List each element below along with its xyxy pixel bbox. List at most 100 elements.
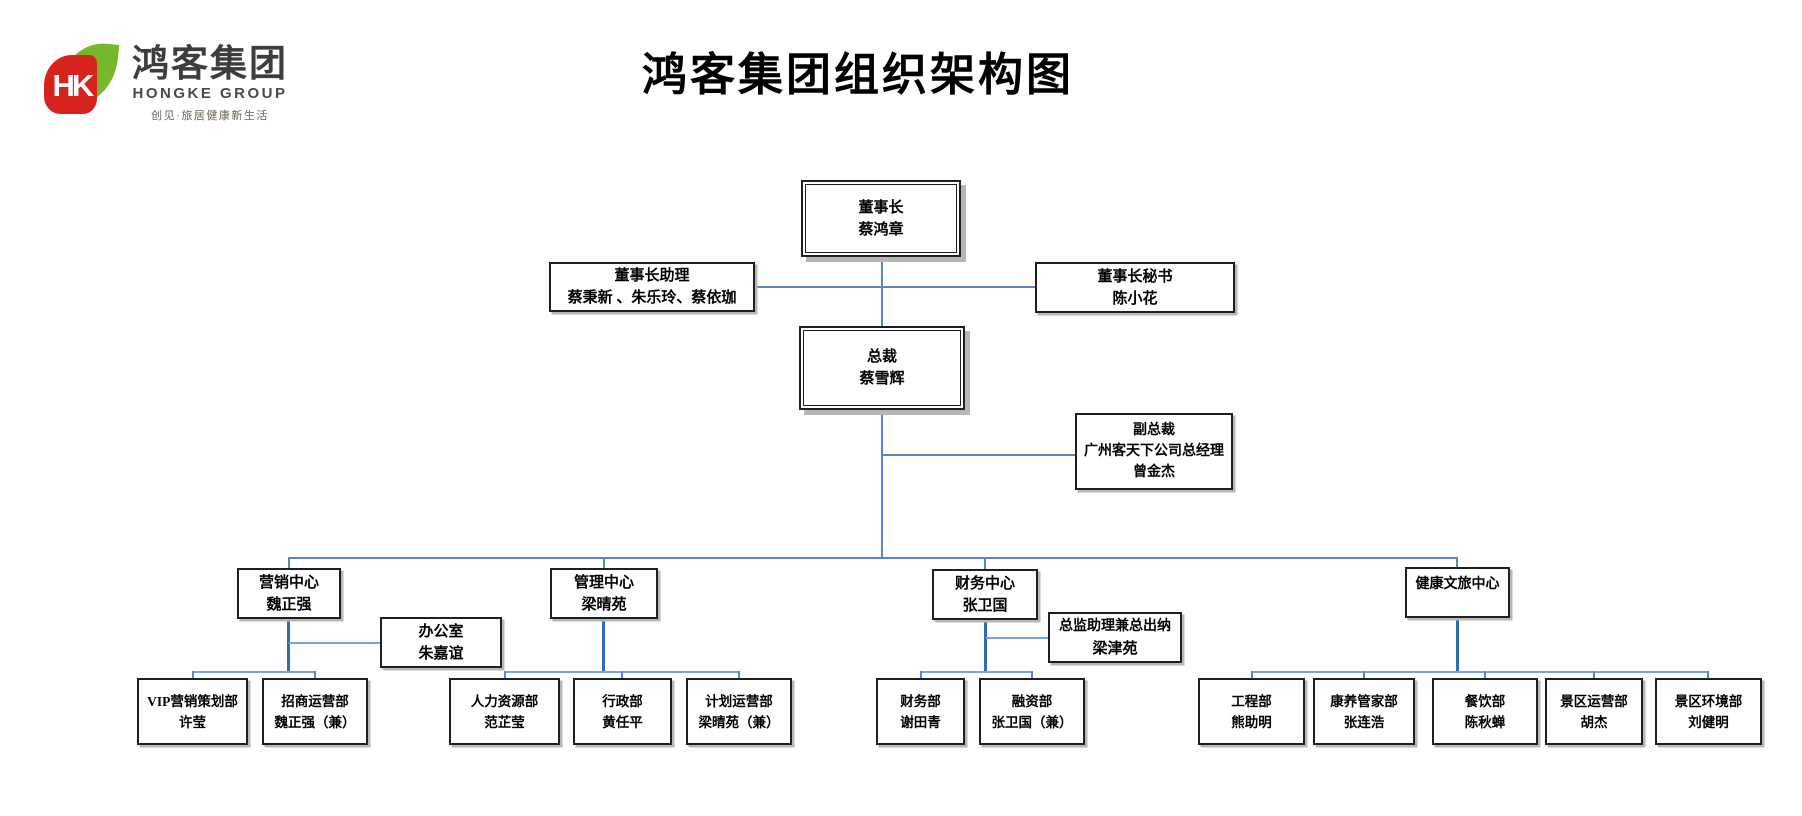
node-person: 胡杰 [1580,714,1608,730]
connector-line [1251,671,1709,673]
connector-line [1456,618,1459,673]
node-title: 行政部 [602,693,643,709]
node-title: 总监助理兼总出纳 [1059,618,1171,634]
node-title: 人力资源部 [470,693,539,709]
node-person: 蔡鸿章 [858,221,904,238]
node-person: 张卫国（兼） [991,714,1073,730]
connector-line [1363,671,1365,680]
org-node-investment-ops: 招商运营部 魏正强（兼） [262,678,368,745]
node-person: 蔡秉新 、朱乐玲、蔡依珈 [567,290,737,306]
connector-line [504,671,506,680]
connector-line [1593,671,1595,680]
node-title: 景区运营部 [1560,693,1628,709]
node-person: 刘健明 [1688,714,1729,730]
org-node-vice-president: 副总裁 广州客天下公司总经理 曾金杰 [1075,413,1233,490]
logo-monogram: HK [52,68,95,103]
connector-line [1031,671,1033,680]
org-node-chairman-secretary: 董事长秘书 陈小花 [1035,262,1235,313]
node-title: 计划运营部 [705,693,773,709]
connector-line [1707,671,1709,680]
org-node-admin: 行政部 黄任平 [573,678,672,745]
node-title: 招商运营部 [281,693,349,709]
node-title: 餐饮部 [1464,693,1506,709]
node-person: 张连浩 [1343,714,1385,730]
node-title: 营销中心 [258,574,319,591]
connector-line [288,557,1458,559]
org-node-chairman: 董事长 蔡鸿章 [801,180,961,257]
node-title: 工程部 [1231,693,1272,709]
connector-line [986,637,1048,639]
org-node-director-assistant: 总监助理兼总出纳 梁津苑 [1048,612,1182,663]
connector-line [882,286,1035,288]
node-title: 管理中心 [573,574,634,591]
node-person: 梁津苑 [1092,640,1138,657]
connector-line [738,671,740,680]
node-person: 魏正强 [266,596,312,613]
connector-line [984,620,987,673]
node-title: 董事长助理 [614,268,690,284]
org-node-president: 总裁 蔡雪辉 [799,326,965,410]
node-person: 陈小花 [1112,290,1158,307]
connector-line [882,454,1075,456]
node-person: 魏正强（兼） [274,714,356,730]
connector-line [603,557,605,570]
connector-line [289,642,380,644]
node-person: 梁晴苑 [581,596,627,613]
org-node-office: 办公室 朱嘉谊 [380,617,502,668]
node-person: 范芷莹 [484,714,525,730]
page-title: 鸿客集团组织架构图 [641,50,1074,100]
logo-text: 鸿客集团 HONGKE GROUP 创见·旅居健康新生活 [132,42,288,123]
node-title: VIP营销策划部 [147,693,238,709]
logo-company-name-en: HONGKE GROUP [132,85,288,102]
org-node-planning-ops: 计划运营部 梁晴苑（兼） [686,678,792,745]
node-title: 总裁 [866,349,897,365]
connector-line [881,410,883,559]
connector-line [621,671,623,680]
org-node-catering: 餐饮部 陈秋蝉 [1432,678,1538,745]
connector-line [1484,671,1486,680]
logo-red-shape [44,54,98,114]
node-title: 财务部 [900,693,941,709]
node-title: 融资部 [1011,693,1053,709]
node-title: 董事长 [858,199,904,216]
connector-line [1251,671,1253,680]
node-person: 谢田青 [900,714,941,730]
connector-line [314,671,316,680]
org-node-engineering: 工程部 熊助明 [1198,678,1305,745]
node-person: 蔡雪辉 [859,371,905,387]
logo-tagline: 创见·旅居健康新生活 [151,110,269,122]
org-node-health-tourism-center: 健康文旅中心 [1405,567,1510,618]
node-title: 副总裁 [1133,423,1175,438]
node-title: 景区环境部 [1674,693,1743,709]
connector-line [602,618,605,673]
org-node-marketing-center: 营销中心 魏正强 [237,568,341,619]
node-title: 办公室 [418,623,464,640]
node-title: 健康文旅中心 [1415,577,1500,592]
org-node-wellness-butler: 康养管家部 张连浩 [1313,678,1415,745]
connector-line [1456,557,1458,569]
logo-company-name: 鸿客集团 [132,43,288,84]
org-node-management-center: 管理中心 梁晴苑 [550,568,658,619]
org-node-finance-center: 财务中心 张卫国 [932,569,1038,620]
node-title: 康养管家部 [1330,693,1398,709]
node-title: 财务中心 [954,575,1015,592]
connector-line [192,671,194,680]
connector-line [920,671,1033,673]
node-person: 黄任平 [602,714,643,730]
node-person: 熊助明 [1231,714,1272,730]
org-node-financing-dept: 融资部 张卫国（兼） [979,678,1085,745]
org-node-finance-dept: 财务部 谢田青 [876,678,965,745]
node-person: 梁晴苑（兼） [698,714,780,730]
node-person: 陈秋蝉 [1464,714,1506,730]
connector-line [881,256,883,328]
node-person: 张卫国 [962,597,1008,614]
node-person: 曾金杰 [1133,465,1175,480]
company-logo: HK 鸿客集团 HONGKE GROUP 创见·旅居健康新生活 [44,39,288,123]
org-node-vip-marketing: VIP营销策划部 许莹 [137,678,248,745]
node-subtitle: 广州客天下公司总经理 [1084,444,1224,459]
connector-line [288,557,290,570]
logo-leaf-icon: HK [44,39,120,116]
connector-line [984,557,986,571]
org-node-chairman-assistant: 董事长助理 蔡秉新 、朱乐玲、蔡依珈 [549,262,755,312]
